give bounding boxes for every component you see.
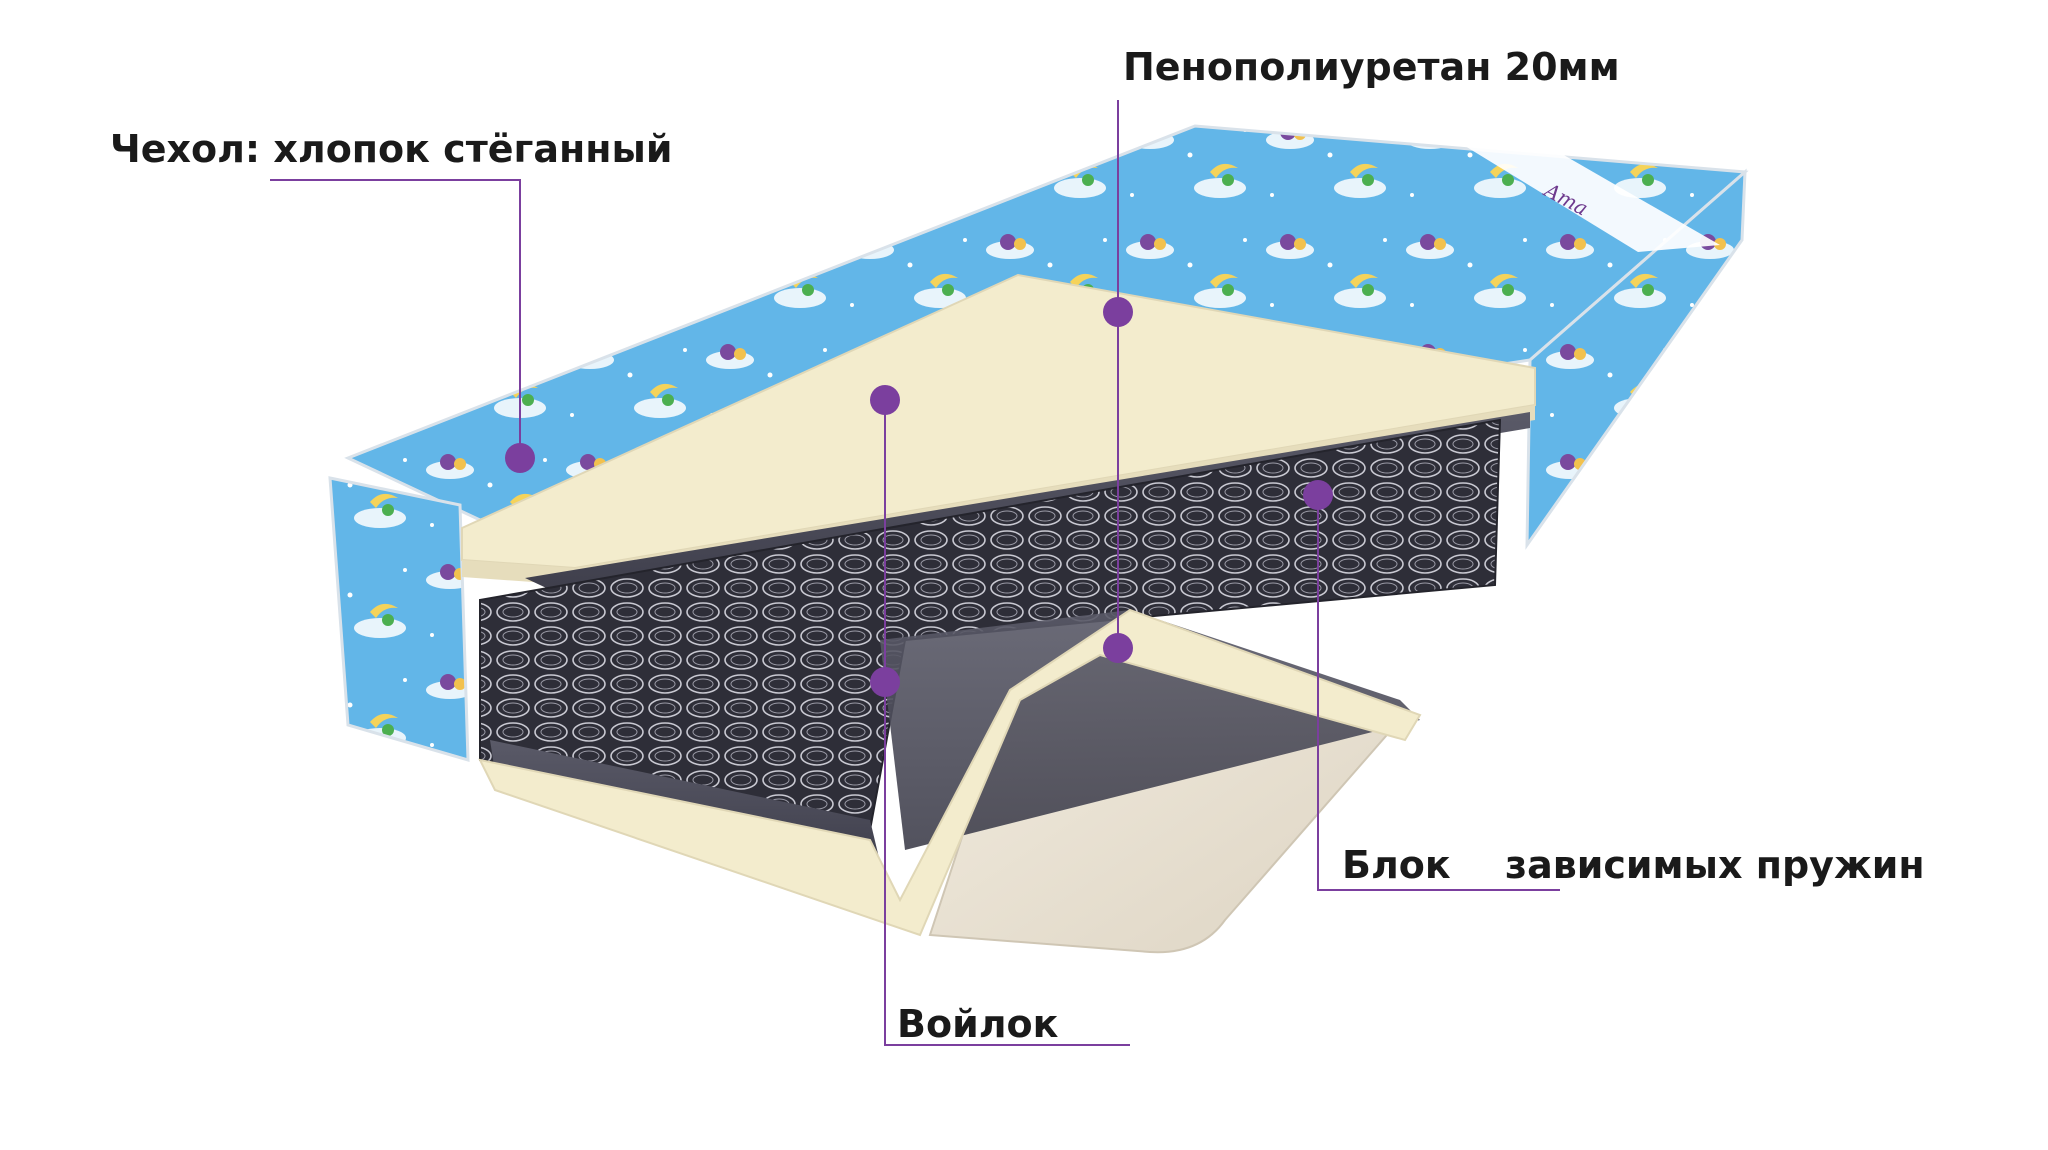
label-block-word: Блок	[1342, 843, 1451, 887]
callout-dot-felt-bottom	[870, 667, 900, 697]
callout-lines	[270, 100, 1560, 1046]
callout-dot-cover	[505, 443, 535, 473]
label-cover: Чехол: хлопок стёганный	[110, 127, 673, 171]
foam-bottom-layer	[478, 608, 1422, 937]
callout-line-block	[1317, 495, 1560, 891]
label-ppu: Пенополиуретан 20мм	[1123, 45, 1620, 89]
brand-tag	[1465, 146, 1720, 252]
callout-dot-ppu	[1103, 297, 1133, 327]
label-block-rest: зависимых пружин	[1505, 843, 1925, 887]
callout-line-felt	[884, 395, 1130, 1046]
callout-line-cover	[270, 179, 521, 458]
callout-dot-felt-top	[870, 385, 900, 415]
callout-dot-block	[1303, 480, 1333, 510]
callout-dot-ppu-bottom	[1103, 633, 1133, 663]
callout-dots	[505, 297, 1333, 697]
label-felt: Войлок	[897, 1002, 1059, 1046]
fabric-left-side	[328, 476, 470, 763]
